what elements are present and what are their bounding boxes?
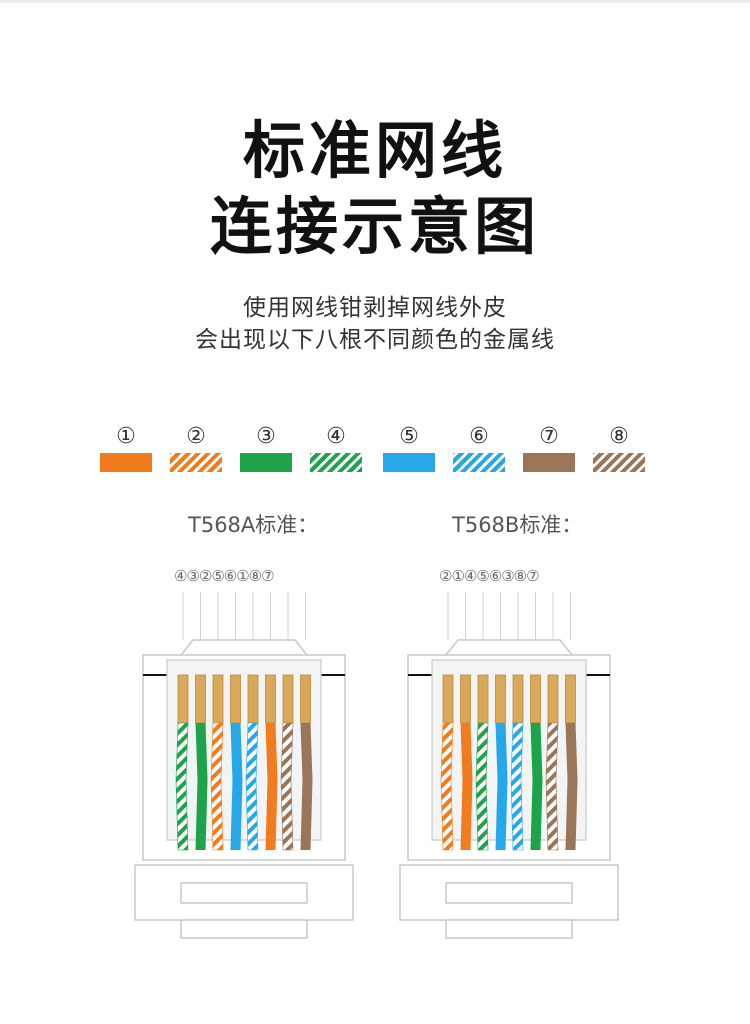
page-title-line1: 标准网线 <box>242 114 507 187</box>
legend-number: ⑥ <box>469 424 489 449</box>
gold-contact <box>195 674 206 724</box>
t568b-label: T568B标准： <box>452 513 583 537</box>
solid-wire <box>300 723 313 850</box>
page-title-line2: 连接示意图 <box>209 190 540 263</box>
solid-wire <box>195 723 208 850</box>
solid-wire <box>530 723 543 850</box>
t568b-connector <box>399 592 619 939</box>
gold-contact <box>212 674 224 724</box>
gold-contact <box>460 674 471 724</box>
solid-wire <box>265 723 278 850</box>
gold-contact <box>565 674 576 724</box>
top-border <box>0 0 750 3</box>
solid-wire <box>565 723 578 850</box>
wire-chamber <box>166 659 322 841</box>
striped-wire <box>280 722 294 851</box>
legend-number: ④ <box>326 424 346 449</box>
gold-contact <box>512 674 524 724</box>
t568b-sequence: ②①④⑤⑥③⑧⑦ <box>439 567 540 585</box>
rj45-connector-diagrams <box>134 592 619 939</box>
connector-clip-top <box>445 639 573 656</box>
gold-contact <box>530 674 541 724</box>
striped-wire-swatch <box>310 453 362 472</box>
solid-wire <box>460 723 473 850</box>
gold-contact <box>477 674 489 724</box>
subtitle-line1: 使用网线钳剥掉网线外皮 <box>243 295 507 321</box>
connector-boot-window <box>445 882 573 904</box>
gold-contact <box>547 674 559 724</box>
solid-wire-swatch <box>383 453 435 472</box>
connector-clip-top <box>180 639 308 656</box>
legend-number: ⑧ <box>609 424 629 449</box>
connector-boot-window <box>180 882 308 904</box>
gold-contact <box>442 674 454 724</box>
striped-wire-swatch <box>593 453 645 472</box>
subtitle-line2: 会出现以下八根不同颜色的金属线 <box>195 327 555 353</box>
striped-wire-swatch <box>453 453 505 472</box>
legend-number: ⑦ <box>539 424 559 449</box>
connector-tail <box>180 919 308 939</box>
striped-wire-swatch <box>170 453 222 472</box>
striped-wire <box>510 722 524 851</box>
gold-contact <box>282 674 294 724</box>
gold-contact <box>495 674 506 724</box>
gold-contact <box>265 674 276 724</box>
striped-wire <box>245 722 259 851</box>
solid-wire <box>230 723 243 850</box>
solid-wire <box>495 723 508 850</box>
wire-chamber <box>431 659 587 841</box>
striped-wire <box>175 722 189 851</box>
solid-wire-swatch <box>100 453 152 472</box>
gold-contact <box>230 674 241 724</box>
solid-wire-swatch <box>240 453 292 472</box>
t568a-sequence: ④③②⑤⑥①⑧⑦ <box>174 567 275 585</box>
striped-wire <box>210 722 224 851</box>
striped-wire <box>440 722 454 851</box>
solid-wire-swatch <box>523 453 575 472</box>
connector-tail <box>445 919 573 939</box>
striped-wire <box>475 722 489 851</box>
gold-contact <box>300 674 311 724</box>
legend-number: ② <box>186 424 206 449</box>
legend-number: ① <box>116 424 136 449</box>
t568a-connector <box>134 592 354 939</box>
t568a-label: T568A标准： <box>188 513 319 537</box>
gold-contact <box>177 674 189 724</box>
legend-number: ⑤ <box>399 424 419 449</box>
legend-number: ③ <box>256 424 276 449</box>
striped-wire <box>545 722 559 851</box>
gold-contact <box>247 674 259 724</box>
